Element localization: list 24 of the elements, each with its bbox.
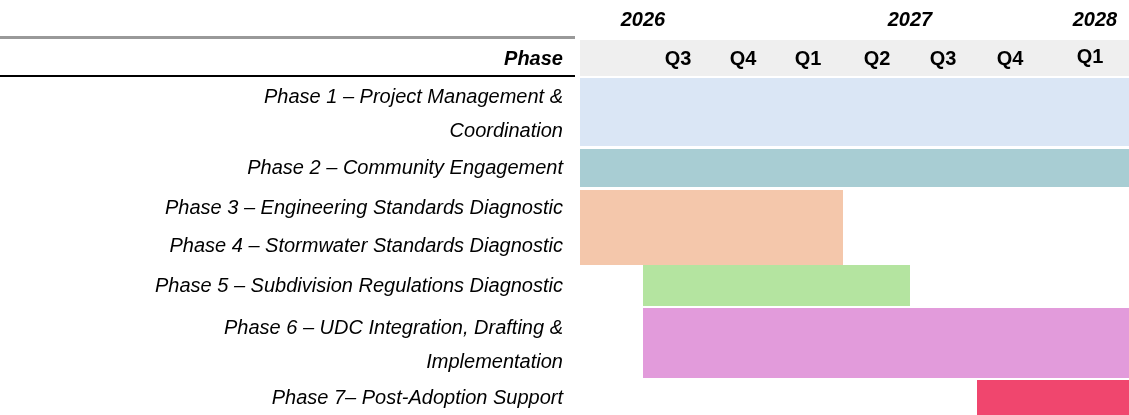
gantt-bar <box>643 308 1129 378</box>
phase-label: Phase 2 – Community Engagement <box>246 155 563 180</box>
year-label: 2027 <box>887 7 933 32</box>
gantt-bar <box>977 380 1129 415</box>
quarter-label: Q4 <box>729 46 757 71</box>
quarter-label: Q2 <box>863 46 891 71</box>
phase-label: Phase 4 – Stormwater Standards Diagnostic <box>168 233 563 258</box>
gantt-bar <box>643 265 910 306</box>
phase-label: Phase 1 – Project Management & Coordination <box>262 84 563 143</box>
quarter-label: Q4 <box>996 46 1024 71</box>
column-header: Phase <box>503 46 563 71</box>
phase-label: Phase 7– Post-Adoption Support <box>270 385 563 410</box>
year-label: 2026 <box>620 7 666 32</box>
quarter-label: Q3 <box>664 46 692 71</box>
phase-label: Phase 6 – UDC Integration, Drafting & Implementation <box>222 315 563 374</box>
gantt-bar <box>580 149 1129 187</box>
quarter-label: Q1 <box>1076 44 1104 69</box>
phase-label: Phase 3 – Engineering Standards Diagnostic <box>163 195 563 220</box>
quarter-label: Q3 <box>929 46 957 71</box>
gantt-bar <box>580 78 1129 146</box>
quarter-label: Q1 <box>794 46 822 71</box>
year-label: 2028 <box>1072 7 1118 32</box>
phase-label: Phase 5 – Subdivision Regulations Diagnostic <box>153 273 563 298</box>
gantt-bar <box>580 190 843 265</box>
